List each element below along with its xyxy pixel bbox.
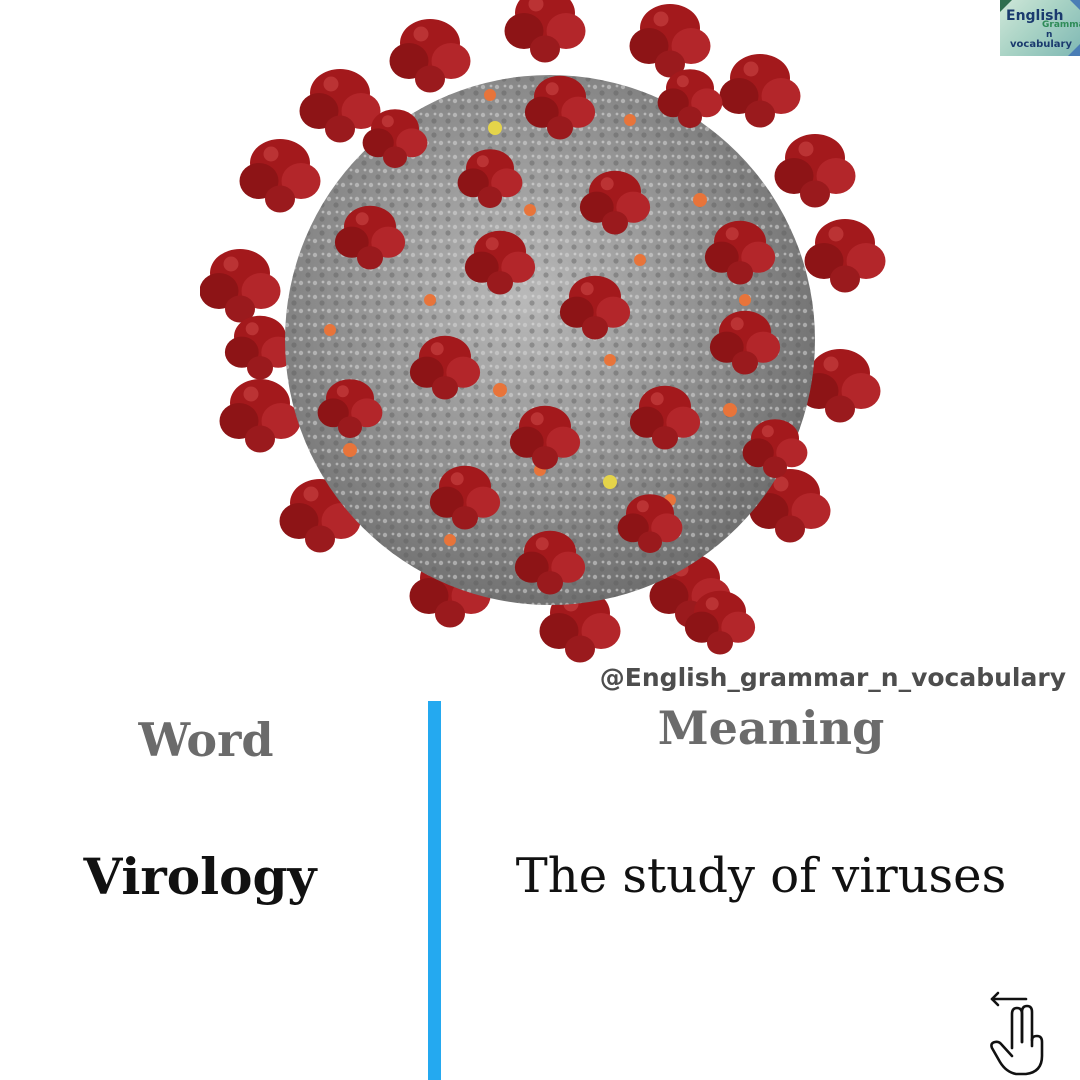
column-divider bbox=[428, 701, 441, 1080]
logo-text-vocabulary: vocabulary bbox=[1010, 39, 1072, 50]
logo-text-english: English bbox=[1006, 8, 1064, 24]
word-heading: Word bbox=[138, 713, 274, 767]
account-handle: @English_grammar_n_vocabulary bbox=[599, 663, 1066, 692]
logo-text-grammar: Grammar bbox=[1042, 20, 1080, 30]
vocab-word: Virology bbox=[83, 847, 317, 906]
vocab-meaning: The study of viruses bbox=[515, 848, 1007, 904]
coronavirus-illustration bbox=[200, 0, 886, 663]
brand-logo: English Grammar n vocabulary bbox=[1000, 0, 1080, 56]
logo-text-n: n bbox=[1046, 30, 1053, 40]
meaning-heading: Meaning bbox=[657, 701, 885, 755]
swipe-left-hand-icon[interactable] bbox=[986, 990, 1050, 1076]
